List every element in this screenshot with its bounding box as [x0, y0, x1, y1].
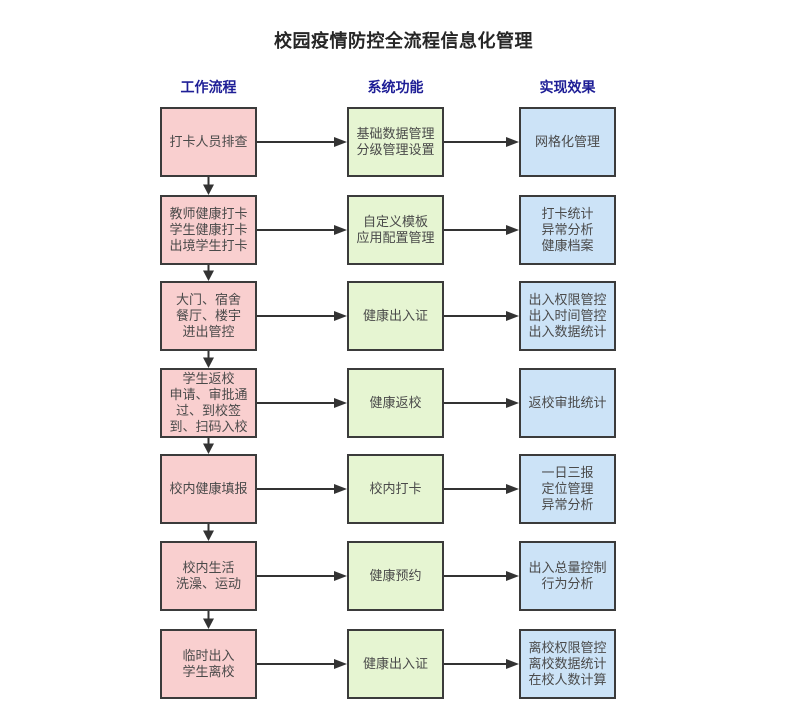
right-arrow-icon — [257, 571, 347, 581]
flow-node-effect-2: 打卡统计 异常分析 健康档案 — [519, 195, 616, 265]
column-header-work-process: 工作流程 — [180, 79, 237, 95]
flow-node-system-3: 健康出入证 — [347, 281, 444, 351]
flow-node-effect-5: 一日三报 定位管理 异常分析 — [519, 454, 616, 524]
page-title: 校园疫情防控全流程信息化管理 — [274, 31, 533, 51]
flow-node-system-7: 健康出入证 — [347, 629, 444, 699]
right-arrow-icon — [444, 398, 519, 408]
column-header-effect: 实现效果 — [539, 79, 596, 95]
down-arrow-icon — [203, 351, 214, 368]
flow-node-effect-6: 出入总量控制 行为分析 — [519, 541, 616, 611]
flow-node-system-2: 自定义模板 应用配置管理 — [347, 195, 444, 265]
flow-node-effect-7: 离校权限管控 离校数据统计 在校人数计算 — [519, 629, 616, 699]
flow-node-work-5: 校内健康填报 — [160, 454, 257, 524]
right-arrow-icon — [444, 311, 519, 321]
right-arrow-icon — [257, 398, 347, 408]
right-arrow-icon — [257, 484, 347, 494]
right-arrow-icon — [257, 659, 347, 669]
flow-node-system-6: 健康预约 — [347, 541, 444, 611]
right-arrow-icon — [444, 659, 519, 669]
flow-node-work-1: 打卡人员排查 — [160, 107, 257, 177]
down-arrow-icon — [203, 611, 214, 629]
flow-node-system-1: 基础数据管理 分级管理设置 — [347, 107, 444, 177]
right-arrow-icon — [444, 137, 519, 147]
flow-node-effect-4: 返校审批统计 — [519, 368, 616, 438]
flow-node-effect-3: 出入权限管控 出入时间管控 出入数据统计 — [519, 281, 616, 351]
flow-node-work-3: 大门、宿舍 餐厅、楼宇 进出管控 — [160, 281, 257, 351]
right-arrow-icon — [257, 311, 347, 321]
flow-node-system-4: 健康返校 — [347, 368, 444, 438]
down-arrow-icon — [203, 265, 214, 281]
right-arrow-icon — [444, 225, 519, 235]
flow-node-work-7: 临时出入 学生离校 — [160, 629, 257, 699]
right-arrow-icon — [257, 137, 347, 147]
flow-node-effect-1: 网格化管理 — [519, 107, 616, 177]
right-arrow-icon — [444, 484, 519, 494]
flow-node-work-2: 教师健康打卡 学生健康打卡 出境学生打卡 — [160, 195, 257, 265]
down-arrow-icon — [203, 524, 214, 541]
flow-node-work-4: 学生返校 申请、审批通 过、到校签 到、扫码入校 — [160, 368, 257, 438]
flow-node-system-5: 校内打卡 — [347, 454, 444, 524]
down-arrow-icon — [203, 438, 214, 454]
flow-node-work-6: 校内生活 洗澡、运动 — [160, 541, 257, 611]
right-arrow-icon — [444, 571, 519, 581]
column-header-system-function: 系统功能 — [367, 79, 424, 95]
right-arrow-icon — [257, 225, 347, 235]
down-arrow-icon — [203, 177, 214, 195]
